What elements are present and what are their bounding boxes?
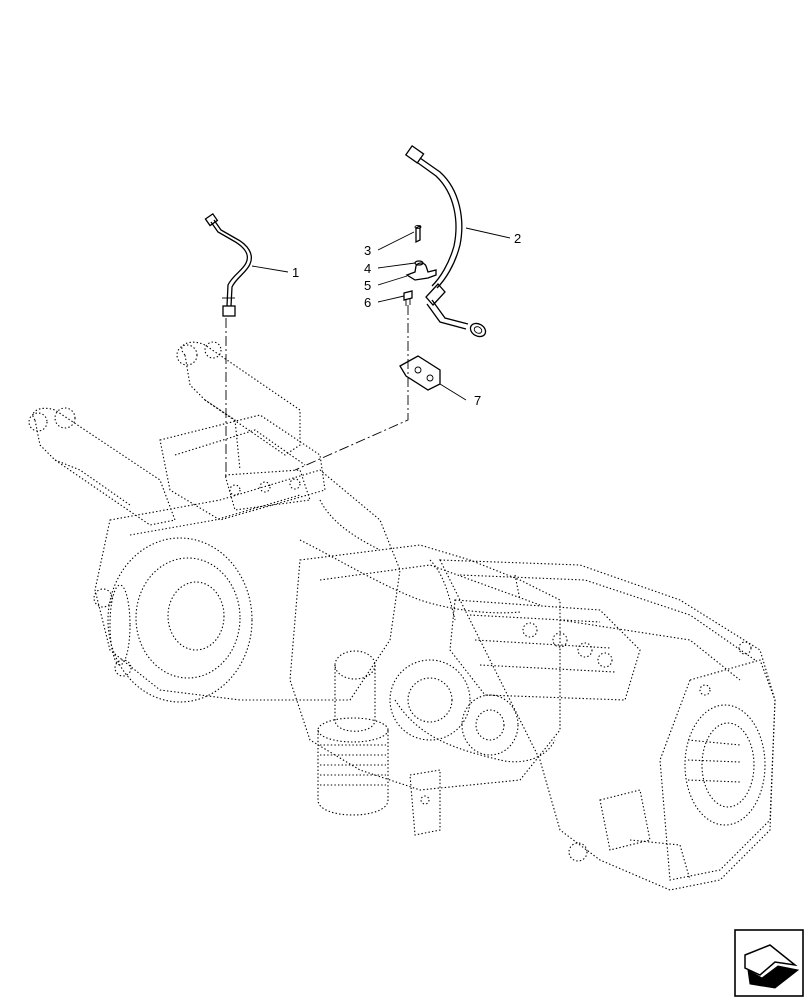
clamp bbox=[405, 262, 437, 281]
callout-4: 4 bbox=[364, 261, 371, 276]
small-screw bbox=[414, 224, 422, 244]
leader-lines bbox=[251, 227, 511, 401]
callout-2: 2 bbox=[514, 231, 521, 246]
pipe-1 bbox=[204, 212, 252, 317]
bracket-plate bbox=[399, 355, 441, 391]
pipe-2 bbox=[404, 144, 487, 338]
callout-6: 6 bbox=[364, 295, 371, 310]
callout-3: 3 bbox=[364, 243, 371, 258]
assembly-phantom-lines bbox=[225, 305, 409, 480]
callout-5: 5 bbox=[364, 278, 371, 293]
return-arrow-icon[interactable] bbox=[734, 929, 804, 997]
transmission-housing bbox=[28, 341, 776, 891]
bolt bbox=[403, 290, 413, 306]
callout-7: 7 bbox=[474, 393, 481, 408]
callout-1: 1 bbox=[292, 265, 299, 280]
